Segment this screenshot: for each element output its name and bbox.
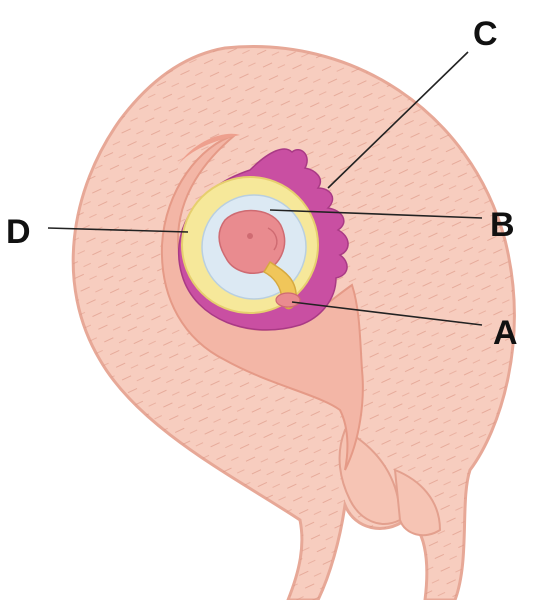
label-b: B [490, 206, 515, 244]
label-c: C [473, 15, 498, 53]
label-d: D [6, 213, 31, 251]
label-a: A [493, 314, 518, 352]
